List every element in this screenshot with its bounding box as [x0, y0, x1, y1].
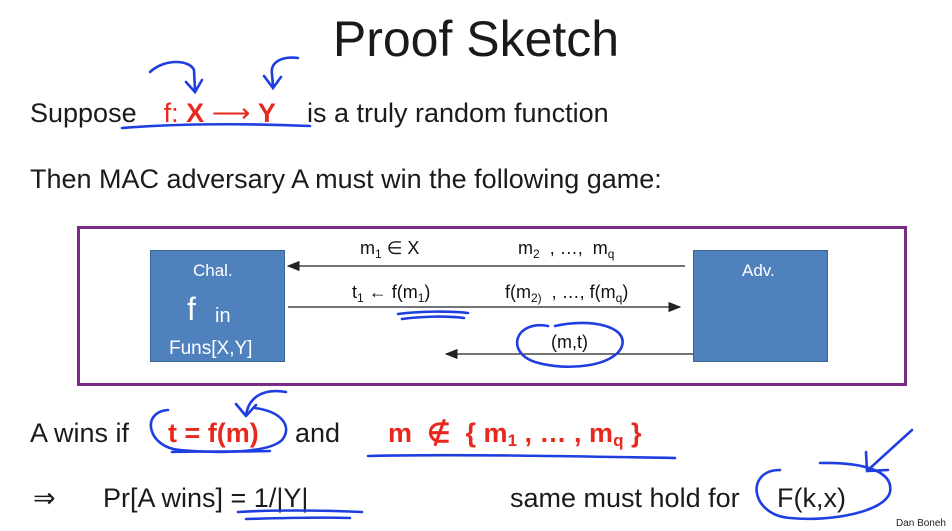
- fresh-mid: , … , m: [517, 418, 614, 448]
- response-rest-pre: f(m: [505, 282, 531, 302]
- slide-title: Proof Sketch: [332, 11, 620, 67]
- query-rest-sub: 2: [533, 247, 540, 261]
- forgery-msg: (m,t): [551, 332, 588, 352]
- response-first-post: ): [424, 282, 431, 302]
- challenger-f: f: [187, 291, 196, 327]
- query-first-post: ∈ X: [381, 238, 420, 258]
- underline-response-2: [400, 315, 466, 321]
- underline-probability-2: [244, 516, 352, 521]
- arrow-prf: [864, 428, 914, 473]
- fresh-sub: 1: [507, 431, 518, 450]
- query-rest-pre: m: [518, 238, 533, 258]
- challenger-label: Chal.: [193, 261, 233, 280]
- win-condition-prefix: A wins if: [30, 418, 130, 448]
- response-first-sub2: 1: [417, 291, 425, 305]
- response-first-pre: t: [352, 282, 358, 302]
- response-rest-sub: 2): [531, 291, 542, 305]
- response-first-msg: t1 ← f(m1): [352, 282, 430, 305]
- function-range: Y: [257, 98, 276, 128]
- challenger-funs: Funs[X,Y]: [169, 338, 253, 359]
- win-condition-fresh-message: m ∉ { m1 , … , mq }: [388, 418, 641, 451]
- query-rest-msg: m2 , …, mq: [518, 238, 614, 261]
- game-intro-line: Then MAC adversary A must win the follow…: [30, 164, 662, 194]
- suppose-prefix: Suppose: [30, 98, 137, 128]
- implies-symbol: ⇒: [33, 483, 56, 513]
- fresh-sub2: q: [613, 431, 624, 450]
- underline-win-tag: [170, 449, 272, 454]
- response-rest-sub2: q: [615, 291, 623, 305]
- suppose-suffix: is a truly random function: [306, 98, 609, 128]
- underline-fresh-message: [366, 453, 677, 460]
- adversary-box: Adv.: [693, 250, 828, 362]
- query-rest-sub2: q: [607, 247, 615, 261]
- fresh-pre: m ∉ { m: [388, 418, 508, 448]
- arrow-win-tag: [234, 389, 288, 418]
- function-label: f:: [163, 98, 179, 128]
- circle-forgery: [515, 321, 624, 368]
- underline-function: [120, 122, 312, 130]
- response-rest-post: ): [622, 282, 629, 302]
- fresh-post: }: [623, 418, 642, 448]
- hook-above-y: [262, 56, 300, 91]
- response-rest-msg: f(m2) , …, f(mq): [505, 282, 628, 305]
- query-first-msg: m1 ∈ X: [360, 238, 419, 261]
- response-first-mid: ← f(m: [363, 282, 418, 302]
- circle-win-tag: [149, 406, 288, 454]
- query-first-sub: 1: [375, 247, 382, 261]
- win-condition-tag: t = f(m): [168, 418, 259, 448]
- prf-expression: F(k,x): [777, 483, 846, 513]
- query-first-pre: m: [360, 238, 375, 258]
- win-condition-and: and: [295, 418, 341, 448]
- hook-above-x: [148, 60, 204, 95]
- same-must-hold: same must hold for: [510, 483, 740, 513]
- adversary-label: Adv.: [742, 261, 775, 280]
- challenger-in: in: [215, 305, 231, 327]
- underline-probability: [236, 509, 364, 514]
- response-rest-mid: , …, f(m: [541, 282, 616, 302]
- game-frame: [77, 226, 907, 386]
- response-first-sub: 1: [357, 291, 364, 305]
- underline-response: [396, 310, 470, 316]
- win-probability: Pr[A wins] = 1/|Y|: [103, 483, 309, 513]
- query-rest-mid: , …, m: [539, 238, 608, 258]
- author-credit: Dan Boneh: [895, 518, 946, 529]
- function-domain: X: [186, 98, 205, 128]
- challenger-box: Chal. f in Funs[X,Y]: [150, 250, 285, 362]
